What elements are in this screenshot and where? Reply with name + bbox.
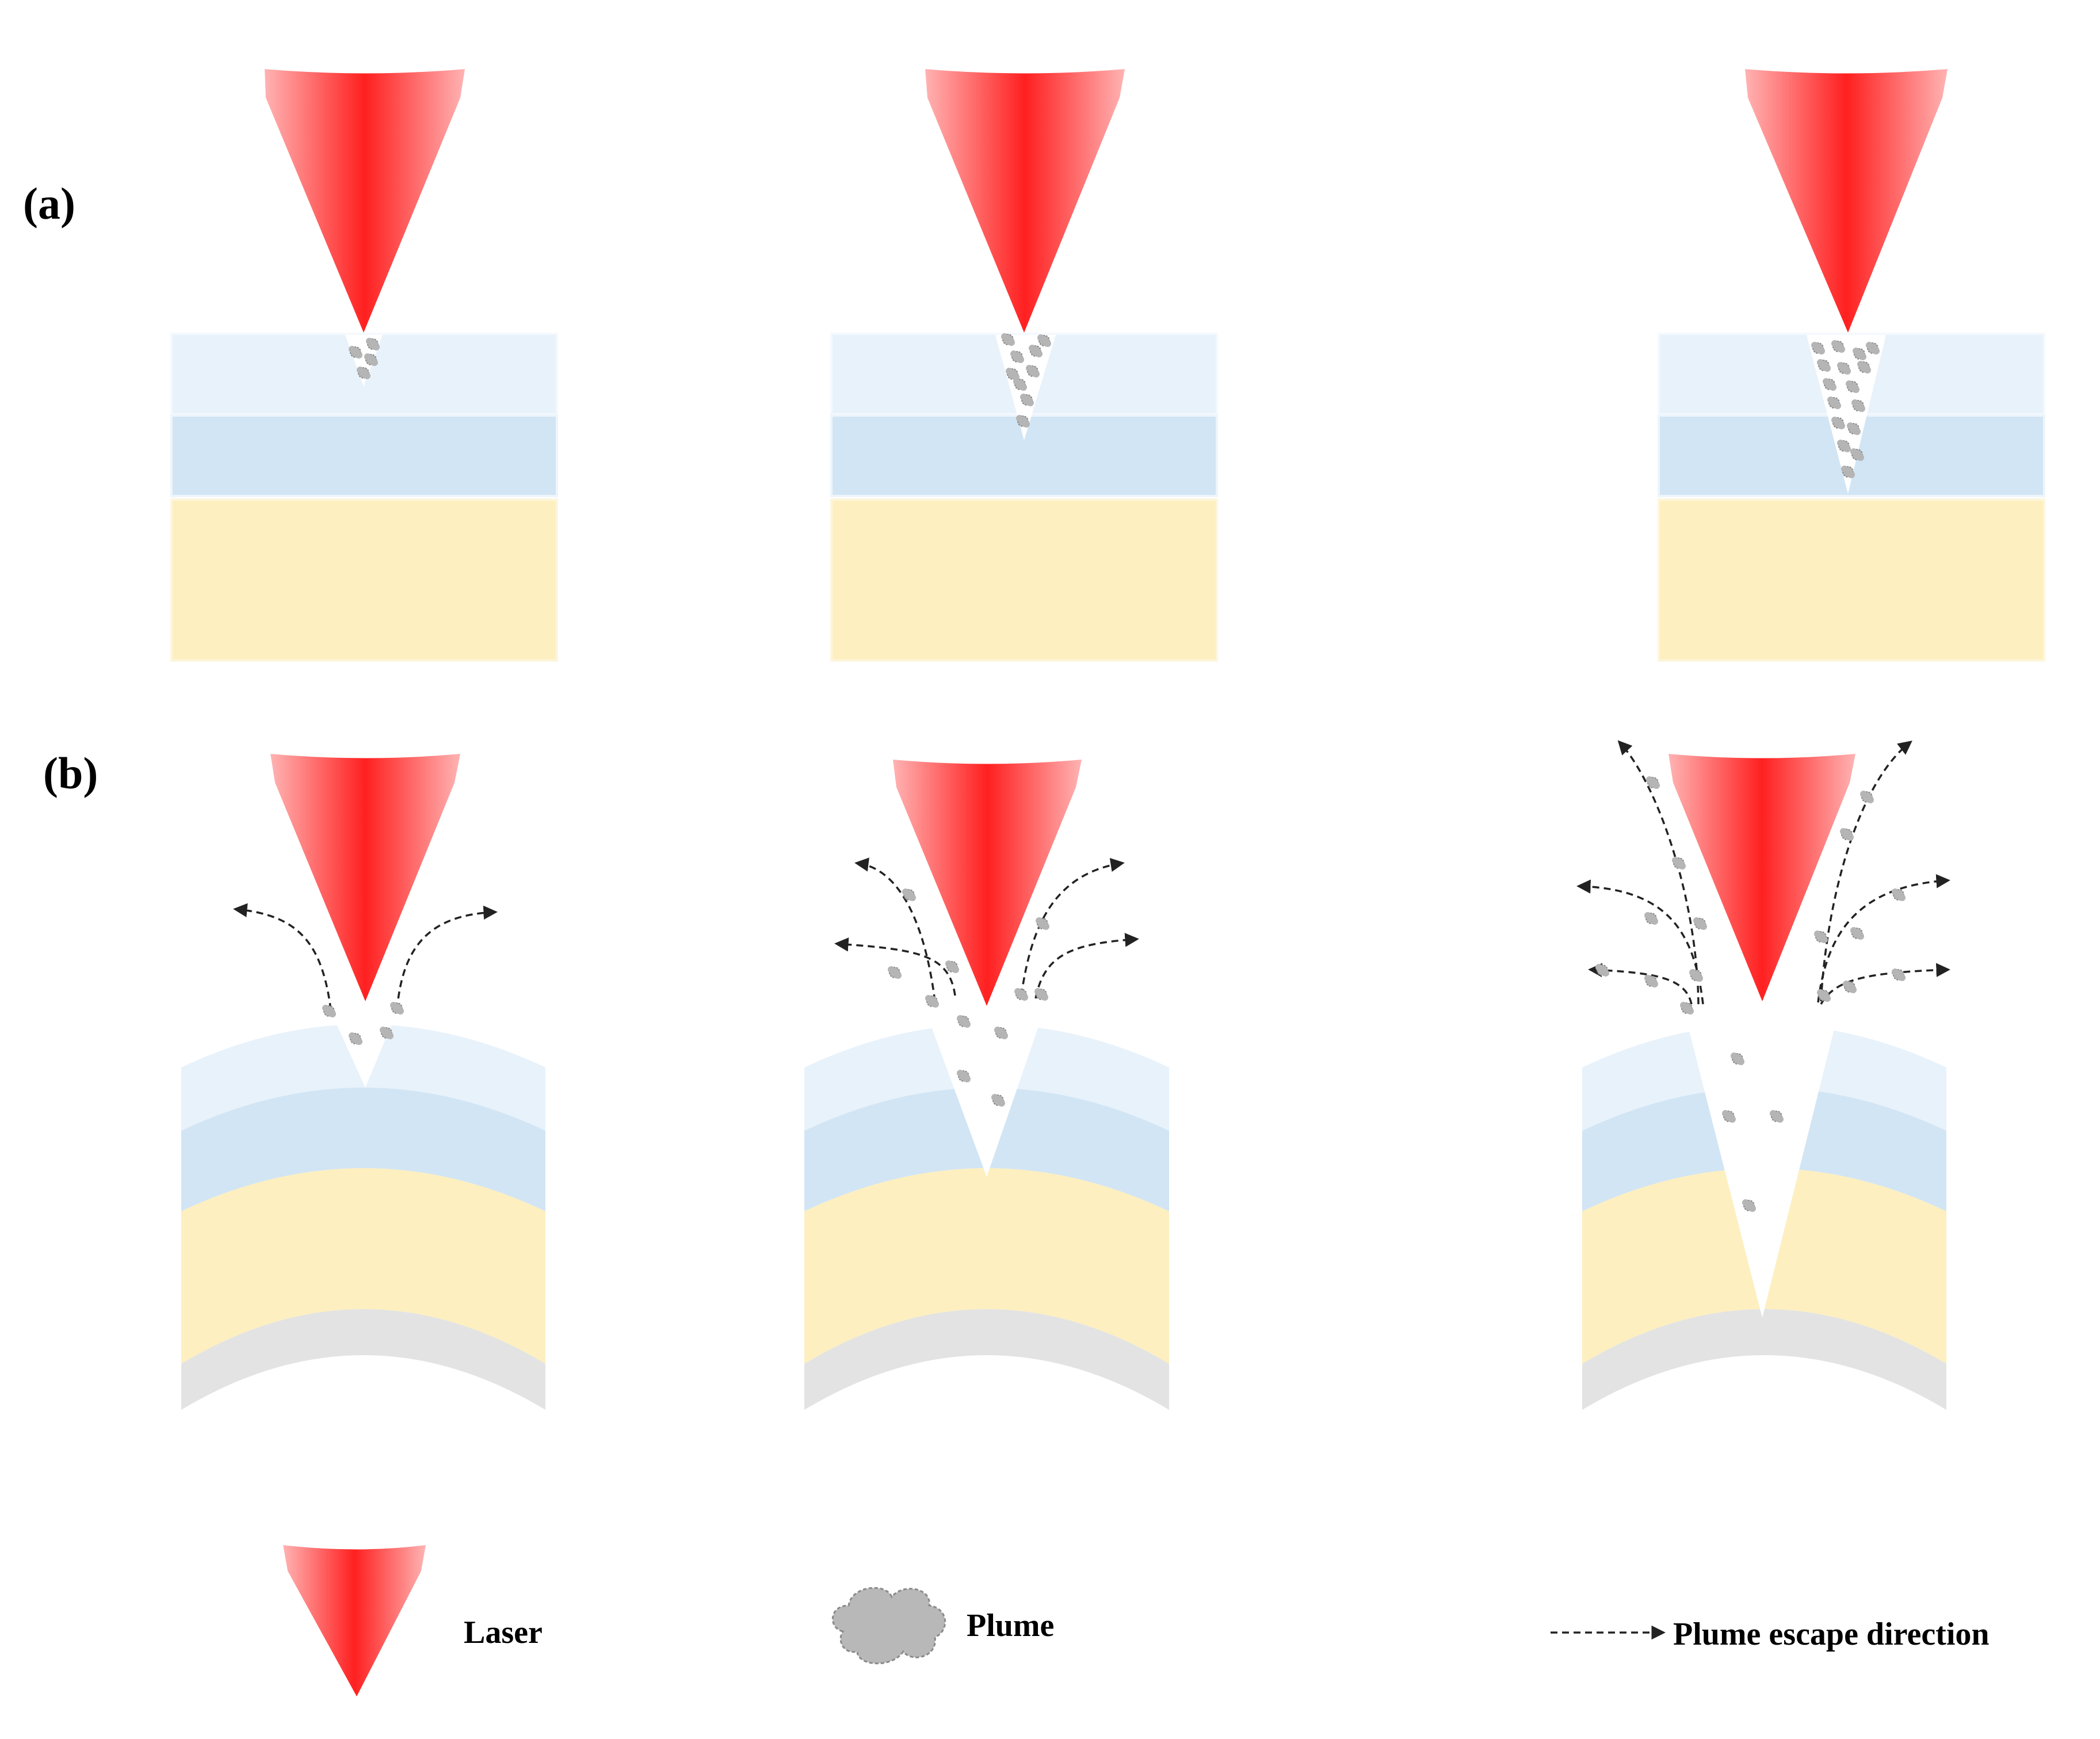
panel-a-stage-2 — [830, 69, 1218, 662]
curved-layer-bottom — [804, 1168, 1169, 1364]
laser-beam — [925, 69, 1125, 333]
ablation-crater — [925, 1010, 1044, 1177]
legend-escape-label: Plume escape direction — [1673, 1616, 1990, 1652]
panel-b-stage-1 — [181, 754, 545, 1410]
laser-beam — [1745, 69, 1948, 333]
laser-beam — [893, 760, 1082, 1006]
curved-layer-base — [804, 1309, 1169, 1410]
panel-a-stage-1 — [170, 69, 558, 662]
plume-escape-arrows — [834, 857, 1139, 1002]
laser-cone-icon — [283, 1545, 426, 1696]
panel-a-stage-3 — [1658, 69, 2045, 662]
tissue-layer-bottom — [1658, 498, 2045, 662]
plume-cloud-icon — [831, 1587, 946, 1665]
legend-plume-label: Plume — [967, 1608, 1054, 1643]
tissue-layer-bottom — [830, 498, 1218, 662]
plume-escape-arrows — [233, 903, 498, 1010]
legend-laser-label: Laser — [464, 1615, 543, 1650]
curved-layer-base — [1582, 1309, 1946, 1410]
panel-label-b: (b) — [43, 748, 98, 798]
legend: Laser Plume Plume escape direction — [283, 1545, 1990, 1696]
curved-layer-middle — [181, 1088, 545, 1211]
tissue-layer-middle — [170, 414, 558, 497]
ablation-crater — [1685, 1013, 1838, 1318]
panel-b-stage-3 — [1576, 740, 1950, 1410]
curved-layer-base — [181, 1309, 545, 1410]
tissue-layer-bottom — [170, 498, 558, 662]
curved-layer-bottom — [181, 1168, 545, 1364]
panel-label-a: (a) — [23, 178, 75, 228]
panel-b-stage-2 — [804, 760, 1169, 1410]
laser-beam — [1668, 754, 1855, 1001]
laser-beam — [265, 69, 465, 333]
ablation-crater — [1807, 335, 1886, 494]
laser-beam — [270, 754, 460, 1001]
